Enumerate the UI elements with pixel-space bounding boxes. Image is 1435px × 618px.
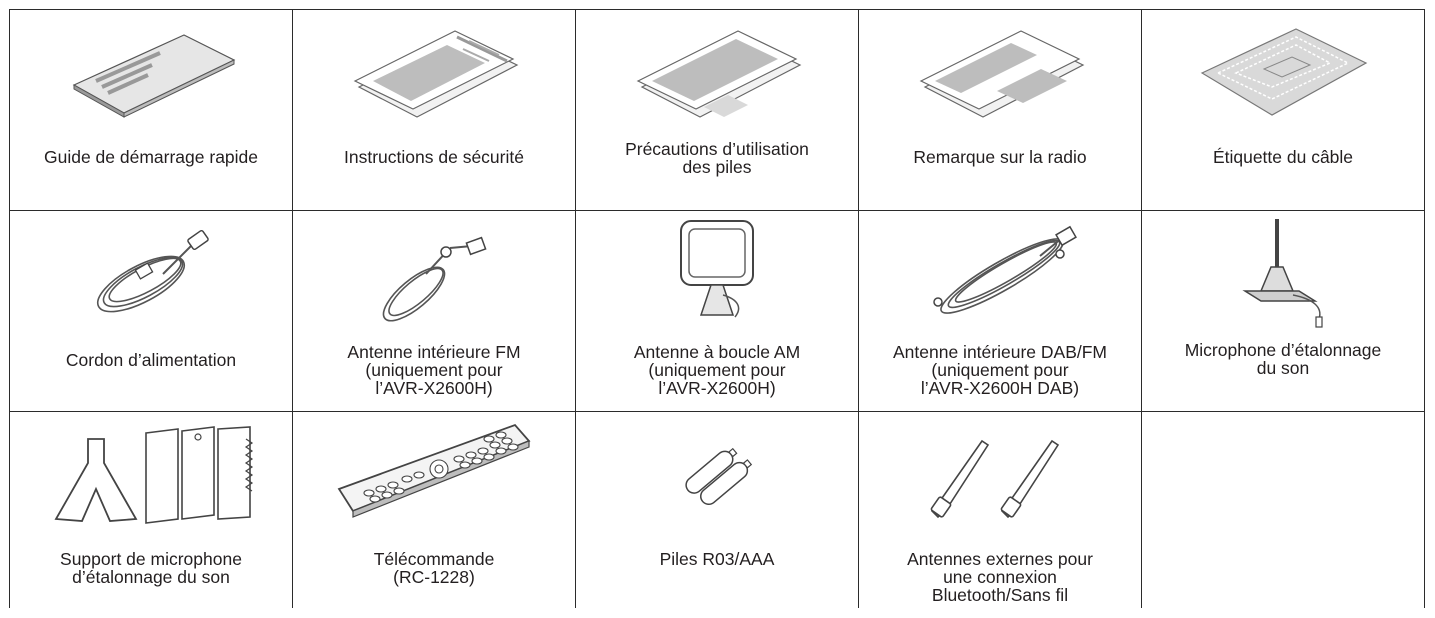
accessory-cell: Cordon d’alimentation — [9, 210, 293, 412]
external-antennas-icon — [859, 412, 1141, 538]
accessory-label: Précautions d’utilisation des piles — [625, 139, 809, 177]
accessory-cell: Antenne intérieure FM (uniquement pour l… — [292, 210, 576, 412]
accessory-label: Piles R03/AAA — [659, 549, 775, 569]
cable-label-sheet-icon — [1142, 10, 1424, 130]
empty-cell — [1141, 411, 1425, 608]
accessory-label: Antennes externes pour une connexion Blu… — [907, 549, 1093, 605]
remote-control-icon — [293, 412, 575, 538]
accessory-cell: Télécommande (RC-1228) — [292, 411, 576, 608]
accessory-cell: Remarque sur la radio — [858, 9, 1142, 211]
dab-fm-antenna-icon — [859, 211, 1141, 331]
accessory-label: Remarque sur la radio — [913, 147, 1087, 167]
accessory-label: Étiquette du câble — [1212, 147, 1354, 167]
accessory-label: Télécommande (RC-1228) — [373, 549, 495, 587]
accessory-label: Antenne à boucle AM (uniquement pour l’A… — [633, 342, 801, 398]
radio-notice-sheet-icon — [859, 10, 1141, 130]
microphone-stand-icon — [10, 412, 292, 538]
accessory-label: Antenne intérieure FM (uniquement pour l… — [347, 342, 521, 398]
aaa-batteries-icon — [576, 412, 858, 538]
accessory-cell: Antenne intérieure DAB/FM (uniquement po… — [858, 210, 1142, 412]
battery-precautions-sheet-icon — [576, 10, 858, 130]
accessory-label: Support de microphone d’étalonnage du so… — [60, 549, 242, 587]
quick-start-guide-icon — [10, 10, 292, 130]
accessory-cell: Microphone d’étalonnage du son — [1141, 210, 1425, 412]
am-loop-antenna-icon — [576, 211, 858, 331]
accessory-label: Cordon d’alimentation — [65, 350, 237, 370]
accessory-label: Guide de démarrage rapide — [43, 147, 259, 167]
accessory-label: Antenne intérieure DAB/FM (uniquement po… — [893, 342, 1107, 398]
accessories-table: Guide de démarrage rapide Instructions d… — [9, 9, 1425, 608]
accessory-cell: Piles R03/AAA — [575, 411, 859, 608]
accessory-cell: Étiquette du câble — [1141, 9, 1425, 211]
accessory-cell: Instructions de sécurité — [292, 9, 576, 211]
accessory-cell: Antennes externes pour une connexion Blu… — [858, 411, 1142, 608]
accessory-cell: Support de microphone d’étalonnage du so… — [9, 411, 293, 608]
accessory-cell: Antenne à boucle AM (uniquement pour l’A… — [575, 210, 859, 412]
accessory-cell: Précautions d’utilisation des piles — [575, 9, 859, 211]
accessory-label: Instructions de sécurité — [344, 147, 524, 167]
calibration-microphone-icon — [1142, 211, 1424, 331]
accessory-label: Microphone d’étalonnage du son — [1184, 340, 1382, 378]
power-cord-icon — [10, 211, 292, 331]
fm-antenna-icon — [293, 211, 575, 331]
accessory-cell: Guide de démarrage rapide — [9, 9, 293, 211]
safety-instructions-icon — [293, 10, 575, 130]
